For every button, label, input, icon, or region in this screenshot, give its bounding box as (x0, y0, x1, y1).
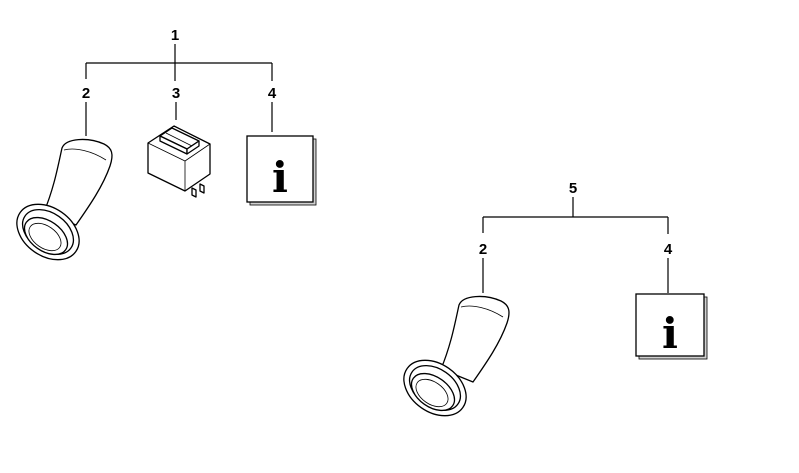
group-1-leader-lines (85, 44, 273, 136)
callout-3: 3 (172, 85, 180, 102)
callout-4b: 4 (664, 241, 673, 258)
info-symbol-icon: i (635, 293, 708, 360)
callout-2: 2 (82, 85, 90, 102)
group-5: 5 2 4 i (403, 180, 708, 417)
group-1: 1 2 3 4 (16, 27, 317, 261)
callout-2b: 2 (479, 241, 487, 258)
info-glyph: i (272, 153, 288, 202)
callout-5: 5 (569, 180, 577, 197)
info-symbol-icon: i (246, 135, 317, 206)
group-5-leader-lines (482, 197, 669, 293)
intake-hose-bend-icon (403, 295, 510, 417)
callout-1: 1 (171, 27, 179, 44)
relay-icon (147, 125, 211, 198)
callout-4: 4 (268, 85, 277, 102)
info-glyph: i (662, 309, 678, 358)
intake-hose-bend-icon (16, 138, 113, 261)
